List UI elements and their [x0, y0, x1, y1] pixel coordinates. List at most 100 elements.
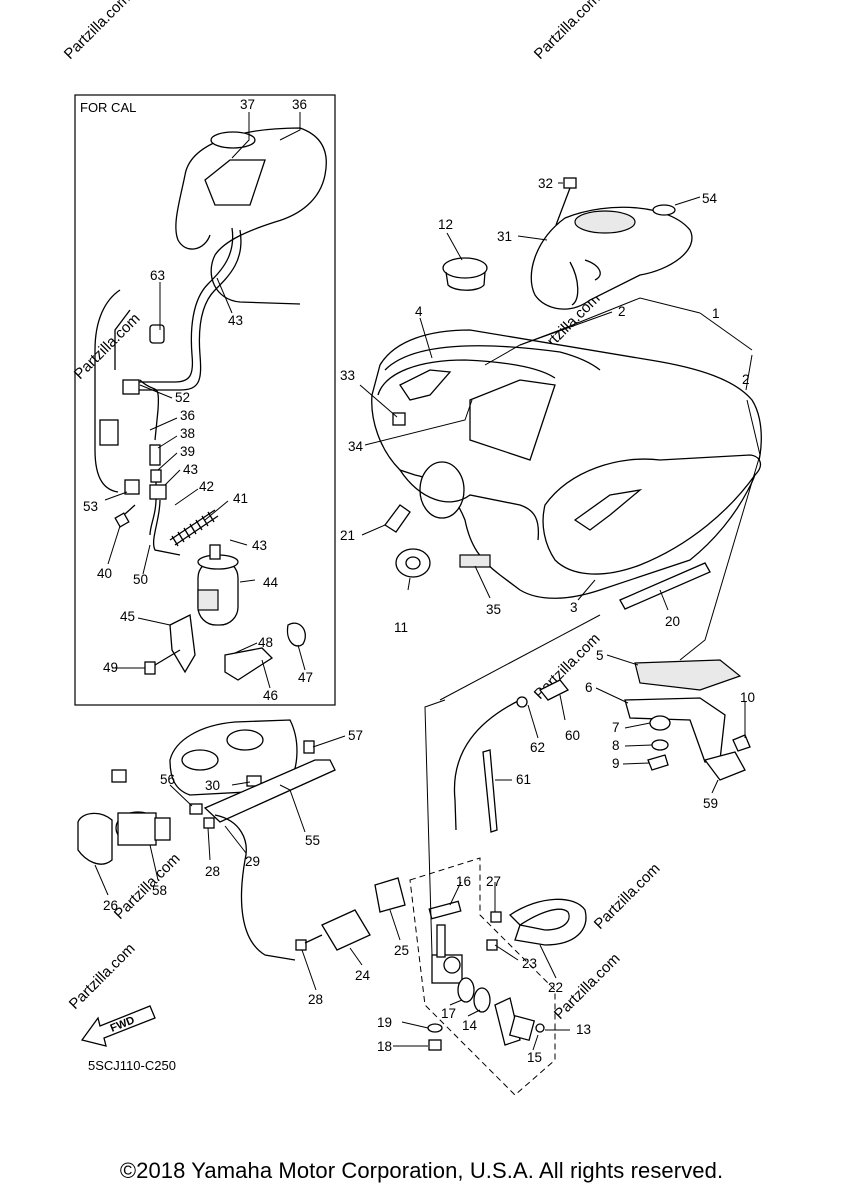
- callout-20: 20: [665, 614, 680, 629]
- plate-13-icon: [508, 1014, 536, 1042]
- callout-12: 12: [438, 217, 453, 232]
- callout-60: 60: [565, 728, 580, 743]
- hose-55-icon: [203, 759, 336, 823]
- callout-55: 55: [305, 833, 320, 848]
- inset-tank-cap-ring: [210, 131, 256, 149]
- part-53-icon: [124, 479, 140, 495]
- strip-20-icon: [619, 562, 711, 610]
- callout-48: 48: [258, 635, 273, 650]
- inset-engine-outline: [114, 309, 131, 370]
- callout-43: 43: [252, 538, 267, 553]
- oring-17-icon: [457, 977, 475, 1003]
- emblem-3-mark: [573, 488, 643, 531]
- callout-46: 46: [263, 688, 278, 703]
- fwd-label: FWD: [109, 1014, 137, 1035]
- damper-35-icon: [459, 554, 491, 568]
- callout-25: 25: [394, 943, 409, 958]
- clamp-47-icon: [286, 622, 306, 647]
- fuel-pump-44-icon: [197, 544, 239, 626]
- watermark-text: Partzilla.com: [111, 850, 184, 923]
- tank-filler-neck: [419, 461, 465, 519]
- inset-frame: [74, 94, 336, 706]
- callout-40: 40: [97, 566, 112, 581]
- cap-54-icon: [652, 204, 676, 216]
- callout-14: 14: [462, 1018, 478, 1033]
- tank-stripe-left: [377, 359, 556, 396]
- clip-23-icon: [486, 939, 498, 951]
- california-inset: FOR CAL: [74, 94, 336, 706]
- washer-19-icon: [427, 1023, 443, 1033]
- tank-stripe-left: [384, 345, 601, 371]
- tank-bottom-port: [181, 749, 219, 771]
- watermark-text: Partzilla.com: [531, 0, 604, 63]
- callout-21: 21: [340, 528, 355, 543]
- diagram-code: 5SCJ110-C250: [88, 1058, 176, 1073]
- fuel-pump-58-icon: [115, 811, 171, 846]
- callout-39: 39: [180, 444, 195, 459]
- inset-tank-outline: [184, 127, 327, 305]
- lower-fuel-system: [77, 719, 587, 1096]
- watermark-text: Partzilla.com: [591, 860, 664, 933]
- fuel-filter-24-icon: [304, 909, 371, 951]
- watermark-text: Partzilla.com: [71, 310, 144, 383]
- bracket-59-icon: [703, 751, 746, 781]
- inset-tank-outline: [204, 159, 266, 206]
- callout-16: 16: [456, 874, 471, 889]
- plate-16-icon: [428, 900, 462, 920]
- cable-62-icon: [453, 699, 521, 831]
- part-39-icon: [150, 469, 162, 483]
- cable-62-end: [516, 696, 528, 708]
- callout-54: 54: [702, 191, 718, 206]
- emblem-3: [542, 454, 762, 575]
- callout-38: 38: [180, 426, 195, 441]
- tank-center-well-34: [469, 379, 556, 461]
- callout-58: 58: [152, 883, 167, 898]
- bracket-5-icon: [634, 659, 742, 691]
- callout-10: 10: [740, 690, 755, 705]
- cable-60-icon: [538, 679, 570, 701]
- callout-37: 37: [240, 97, 255, 112]
- callout-43: 43: [228, 313, 243, 328]
- callout-63: 63: [150, 268, 165, 283]
- callout-34: 34: [348, 439, 364, 454]
- hose-29-icon: [214, 814, 296, 961]
- bolt-32-icon: [555, 177, 577, 226]
- hose-39: [149, 482, 157, 536]
- cable-group: [453, 679, 570, 833]
- callout-6: 6: [585, 680, 593, 695]
- callout-44: 44: [263, 575, 279, 590]
- forward-arrow-icon: FWD: [80, 1005, 156, 1047]
- callout-9: 9: [612, 756, 620, 771]
- callout-5: 5: [596, 648, 604, 663]
- bracket-26-icon: [77, 812, 113, 865]
- copyright-notice: ©2018 Yamaha Motor Corporation, U.S.A. A…: [119, 1158, 724, 1183]
- clamp-56-icon: [189, 803, 203, 815]
- inset-bracket: [99, 419, 119, 446]
- callout-28: 28: [308, 992, 323, 1007]
- callout-2: 2: [742, 372, 750, 387]
- callout-7: 7: [612, 720, 620, 735]
- fuel-cock-icon: [431, 924, 463, 984]
- bolt-18-icon: [428, 1039, 442, 1051]
- callout-31: 31: [497, 229, 512, 244]
- callout-45: 45: [120, 609, 135, 624]
- callout-59: 59: [703, 796, 718, 811]
- callout-62: 62: [530, 740, 545, 755]
- hose-50: [153, 499, 181, 556]
- cover-25-icon: [374, 877, 406, 913]
- hose-52: [139, 379, 160, 441]
- bolt-40-icon: [114, 504, 136, 528]
- callout-22: 22: [548, 980, 563, 995]
- connector-icon: [111, 769, 127, 783]
- bolt-49-icon: [144, 649, 181, 675]
- callout-26: 26: [103, 898, 118, 913]
- callout-43: 43: [183, 462, 198, 477]
- callout-23: 23: [522, 956, 537, 971]
- tank-lower-edge: [399, 469, 540, 541]
- tank-top-cover-31: [530, 206, 693, 310]
- tank-bottom-outline: [169, 719, 298, 796]
- part-38-icon: [149, 444, 161, 466]
- bracket-45-icon: [169, 614, 196, 674]
- callout-8: 8: [612, 738, 620, 753]
- callout-36: 36: [180, 408, 195, 423]
